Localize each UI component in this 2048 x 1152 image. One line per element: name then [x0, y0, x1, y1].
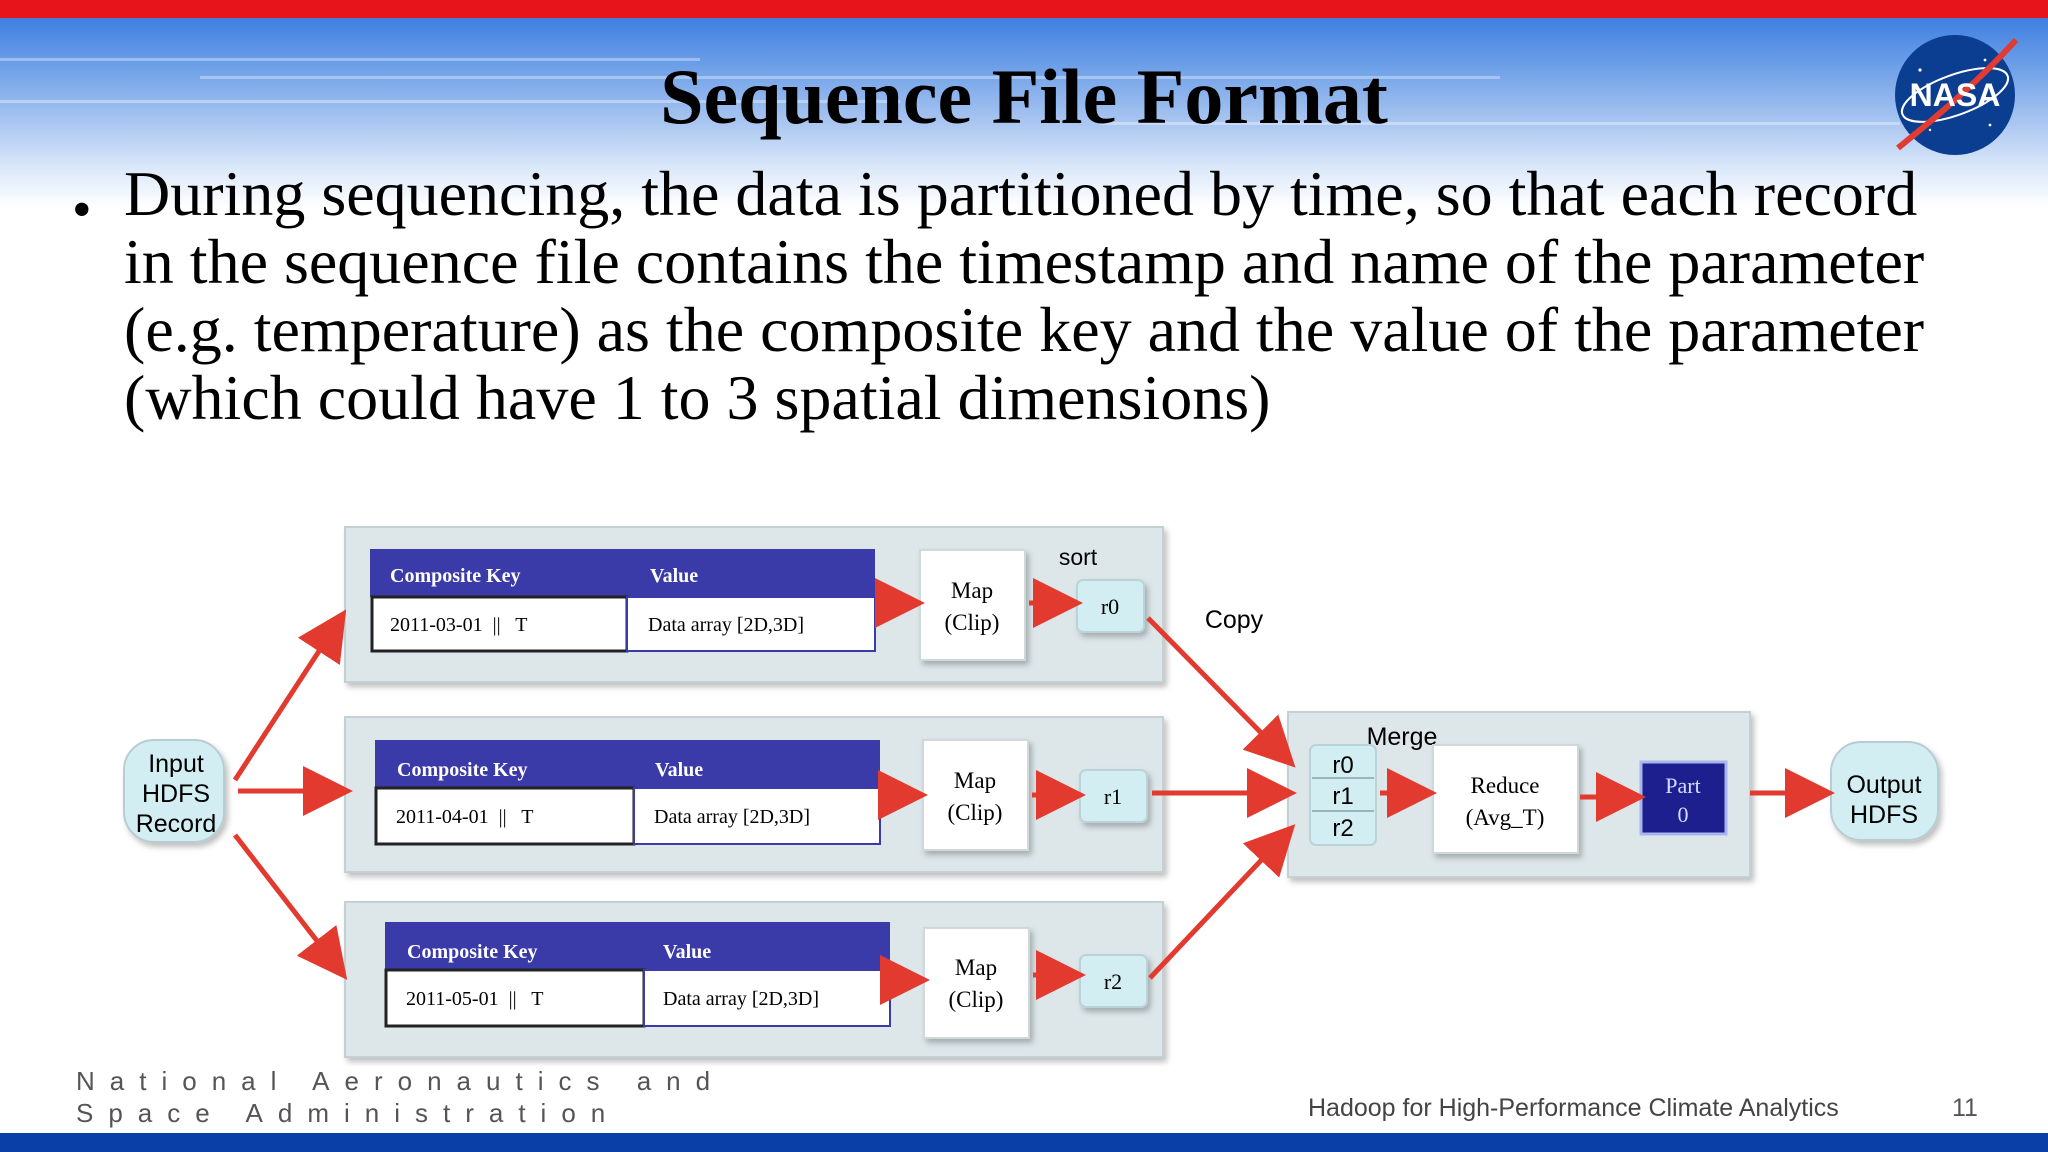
row-header: [385, 922, 890, 970]
footer-agency-name: National Aeronautics and Space Administr…: [76, 1065, 725, 1129]
bullet-icon: •: [72, 179, 92, 241]
header-value: Value: [655, 759, 703, 781]
flow-arrows: [232, 578, 1835, 1005]
sort-label: sort: [1059, 544, 1098, 570]
output-label-line2: HDFS: [1850, 801, 1918, 829]
top-red-bar: [0, 0, 2048, 18]
key-cell: [374, 786, 636, 846]
slide-title: Sequence File Format: [660, 53, 1388, 140]
value-cell: [643, 969, 891, 1027]
input-label-line3: Record: [136, 810, 217, 838]
nasa-logo-vector: [1896, 37, 2019, 151]
footer-presentation-title: Hadoop for High-Performance Climate Anal…: [1308, 1094, 1839, 1122]
nasa-logo-star: [1928, 128, 1932, 132]
input-hdfs-shape: [123, 739, 225, 843]
header-streak: [1100, 122, 1900, 125]
key-cell: [384, 968, 646, 1028]
header-composite-key: Composite Key: [407, 941, 538, 963]
input-hdfs-record: Input HDFS Record: [123, 739, 225, 843]
nasa-logo-star: [1988, 123, 1992, 127]
input-label-line1: Input: [148, 750, 204, 778]
row-header: [375, 740, 880, 788]
map-box: [922, 739, 1029, 851]
bottom-blue-bar: [0, 1133, 2048, 1152]
header-band: [0, 18, 2048, 208]
sequence-row-2: Composite Key Value 2011-04-01 || T Data…: [344, 716, 1164, 873]
input-label-line2: HDFS: [142, 780, 210, 808]
part-label: Part: [1665, 773, 1700, 798]
page-number: 11: [1952, 1094, 1978, 1122]
footer-line2: Space Administration: [76, 1098, 621, 1128]
map-sublabel: (Clip): [949, 987, 1004, 1012]
result-label: r1: [1104, 784, 1122, 809]
arrow-r2-merge: [1148, 824, 1296, 980]
merge-stack: [1309, 744, 1377, 846]
header-streak: [0, 58, 700, 61]
map-sublabel: (Clip): [948, 800, 1003, 825]
output-label-line1: Output: [1846, 771, 1921, 799]
bullet-text: During sequencing, the data is partition…: [124, 158, 1925, 433]
value-text: Data array [2D,3D]: [663, 988, 819, 1010]
sequence-row-3: Composite Key Value 2011-05-01 || T Data…: [344, 901, 1164, 1058]
merge-item-r2: r2: [1332, 815, 1353, 842]
result-label: r0: [1101, 594, 1119, 619]
header-composite-key: Composite Key: [397, 759, 528, 781]
nasa-logo-star: [1983, 58, 1987, 62]
merge-item-r0: r0: [1332, 752, 1353, 779]
map-label: Map: [955, 955, 997, 980]
header-value: Value: [650, 565, 698, 587]
header-value: Value: [663, 941, 711, 963]
arrow-r0-merge: [1146, 616, 1296, 768]
value-cell: [626, 596, 876, 652]
output-hdfs: Output HDFS: [1830, 741, 1939, 841]
nasa-logo-orbit: [1900, 67, 2010, 123]
arrow-input-row1: [232, 609, 347, 782]
value-text: Data array [2D,3D]: [648, 614, 804, 636]
copy-label: Copy: [1205, 606, 1264, 634]
sequence-row-1: Composite Key Value 2011-03-01 || T Data…: [344, 526, 1164, 683]
map-label: Map: [951, 578, 993, 603]
key-text: 2011-03-01 || T: [390, 614, 527, 636]
merge-label: Merge: [1367, 723, 1438, 751]
reduce-label: Reduce: [1471, 773, 1540, 798]
nasa-logo-star: [1918, 68, 1922, 72]
arrow-input-row3: [233, 833, 348, 980]
value-text: Data array [2D,3D]: [654, 806, 810, 828]
reduce-sublabel: (Avg_T): [1466, 805, 1545, 830]
part-number: 0: [1678, 802, 1689, 827]
row-header: [370, 549, 875, 597]
result-label: r2: [1104, 969, 1122, 994]
map-label: Map: [954, 768, 996, 793]
key-text: 2011-05-01 || T: [406, 988, 543, 1010]
header-streak: [0, 100, 900, 103]
nasa-logo-text: NASA: [1910, 77, 2001, 113]
footer-line1: National Aeronautics and: [76, 1066, 726, 1096]
map-box: [923, 927, 1030, 1039]
reduce-box: [1432, 744, 1579, 854]
key-text: 2011-04-01 || T: [396, 806, 533, 828]
map-sublabel: (Clip): [945, 610, 1000, 635]
header-streak: [200, 76, 1500, 79]
nasa-logo: NASA: [1895, 35, 2019, 155]
header-composite-key: Composite Key: [390, 565, 521, 587]
merge-item-r1: r1: [1332, 783, 1353, 810]
merge-reduce-panel: Merge r0 r1 r2 Reduce (Avg_T) Part 0: [1287, 711, 1751, 878]
map-box: [919, 549, 1026, 661]
